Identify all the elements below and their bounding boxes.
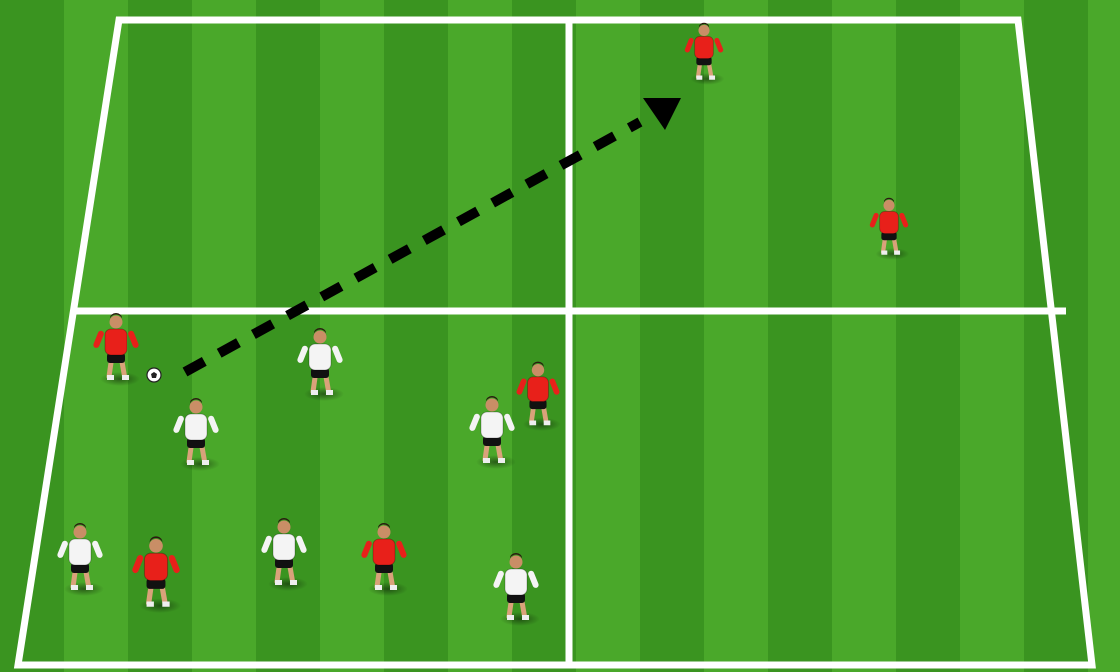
player-boot	[522, 615, 529, 620]
player-boot	[498, 458, 505, 463]
player-boot	[122, 375, 129, 380]
player-boot	[709, 76, 715, 80]
player-shirt	[373, 539, 395, 565]
player-shirt	[309, 344, 331, 370]
grass-stripe	[960, 0, 1024, 672]
grass-stripe	[832, 0, 896, 672]
player-shadow	[180, 457, 220, 471]
player-head	[532, 364, 544, 376]
player-shirt	[69, 539, 91, 565]
player-shirt	[273, 534, 295, 560]
player-boot	[544, 421, 551, 426]
player-boot	[187, 460, 194, 465]
player-boot	[86, 585, 93, 590]
player-shadow	[523, 418, 561, 431]
grass-stripe	[192, 0, 256, 672]
player-boot	[326, 390, 333, 395]
player-boot	[147, 602, 154, 607]
player-boot	[290, 580, 297, 585]
player-shadow	[690, 73, 724, 85]
player-boot	[390, 585, 397, 590]
player-shadow	[304, 387, 344, 401]
player-head	[190, 401, 203, 414]
player-boot	[162, 602, 169, 607]
player-shirt	[880, 211, 899, 233]
player-head	[110, 316, 123, 329]
player-shadow	[875, 248, 909, 260]
player-shadow	[139, 598, 181, 613]
player-shadow	[64, 582, 104, 596]
player-shirt	[528, 377, 549, 402]
player-head	[510, 556, 523, 569]
ball	[147, 368, 161, 382]
player-head	[278, 521, 291, 534]
player-boot	[881, 251, 887, 255]
player-head	[74, 526, 87, 539]
player-boot	[696, 76, 702, 80]
player-shadow	[476, 455, 516, 469]
player-head	[378, 526, 391, 539]
player-boot	[483, 458, 490, 463]
grass-stripe	[320, 0, 384, 672]
player-boot	[275, 580, 282, 585]
player-shirt	[185, 414, 207, 440]
player-shadow	[500, 612, 540, 626]
player-shadow	[268, 577, 308, 591]
grass-stripe	[1088, 0, 1120, 672]
player-boot	[71, 585, 78, 590]
player-shirt	[144, 553, 167, 580]
grass-stripe	[576, 0, 640, 672]
player-head	[698, 25, 709, 36]
player-boot	[507, 615, 514, 620]
grass-stripes	[64, 0, 1120, 672]
player-head	[314, 331, 327, 344]
player-shirt	[105, 329, 127, 355]
player-shadow	[100, 372, 140, 386]
player-boot	[202, 460, 209, 465]
player-shadow	[368, 582, 408, 596]
player-boot	[311, 390, 318, 395]
grass-stripe	[704, 0, 768, 672]
player-boot	[529, 421, 536, 426]
player-shirt	[481, 412, 503, 438]
player-shirt	[505, 569, 527, 595]
player-head	[883, 200, 894, 211]
player-boot	[107, 375, 114, 380]
player-head	[486, 399, 499, 412]
player-head	[149, 539, 163, 553]
player-shirt	[695, 36, 714, 58]
player-boot	[894, 251, 900, 255]
player-boot	[375, 585, 382, 590]
